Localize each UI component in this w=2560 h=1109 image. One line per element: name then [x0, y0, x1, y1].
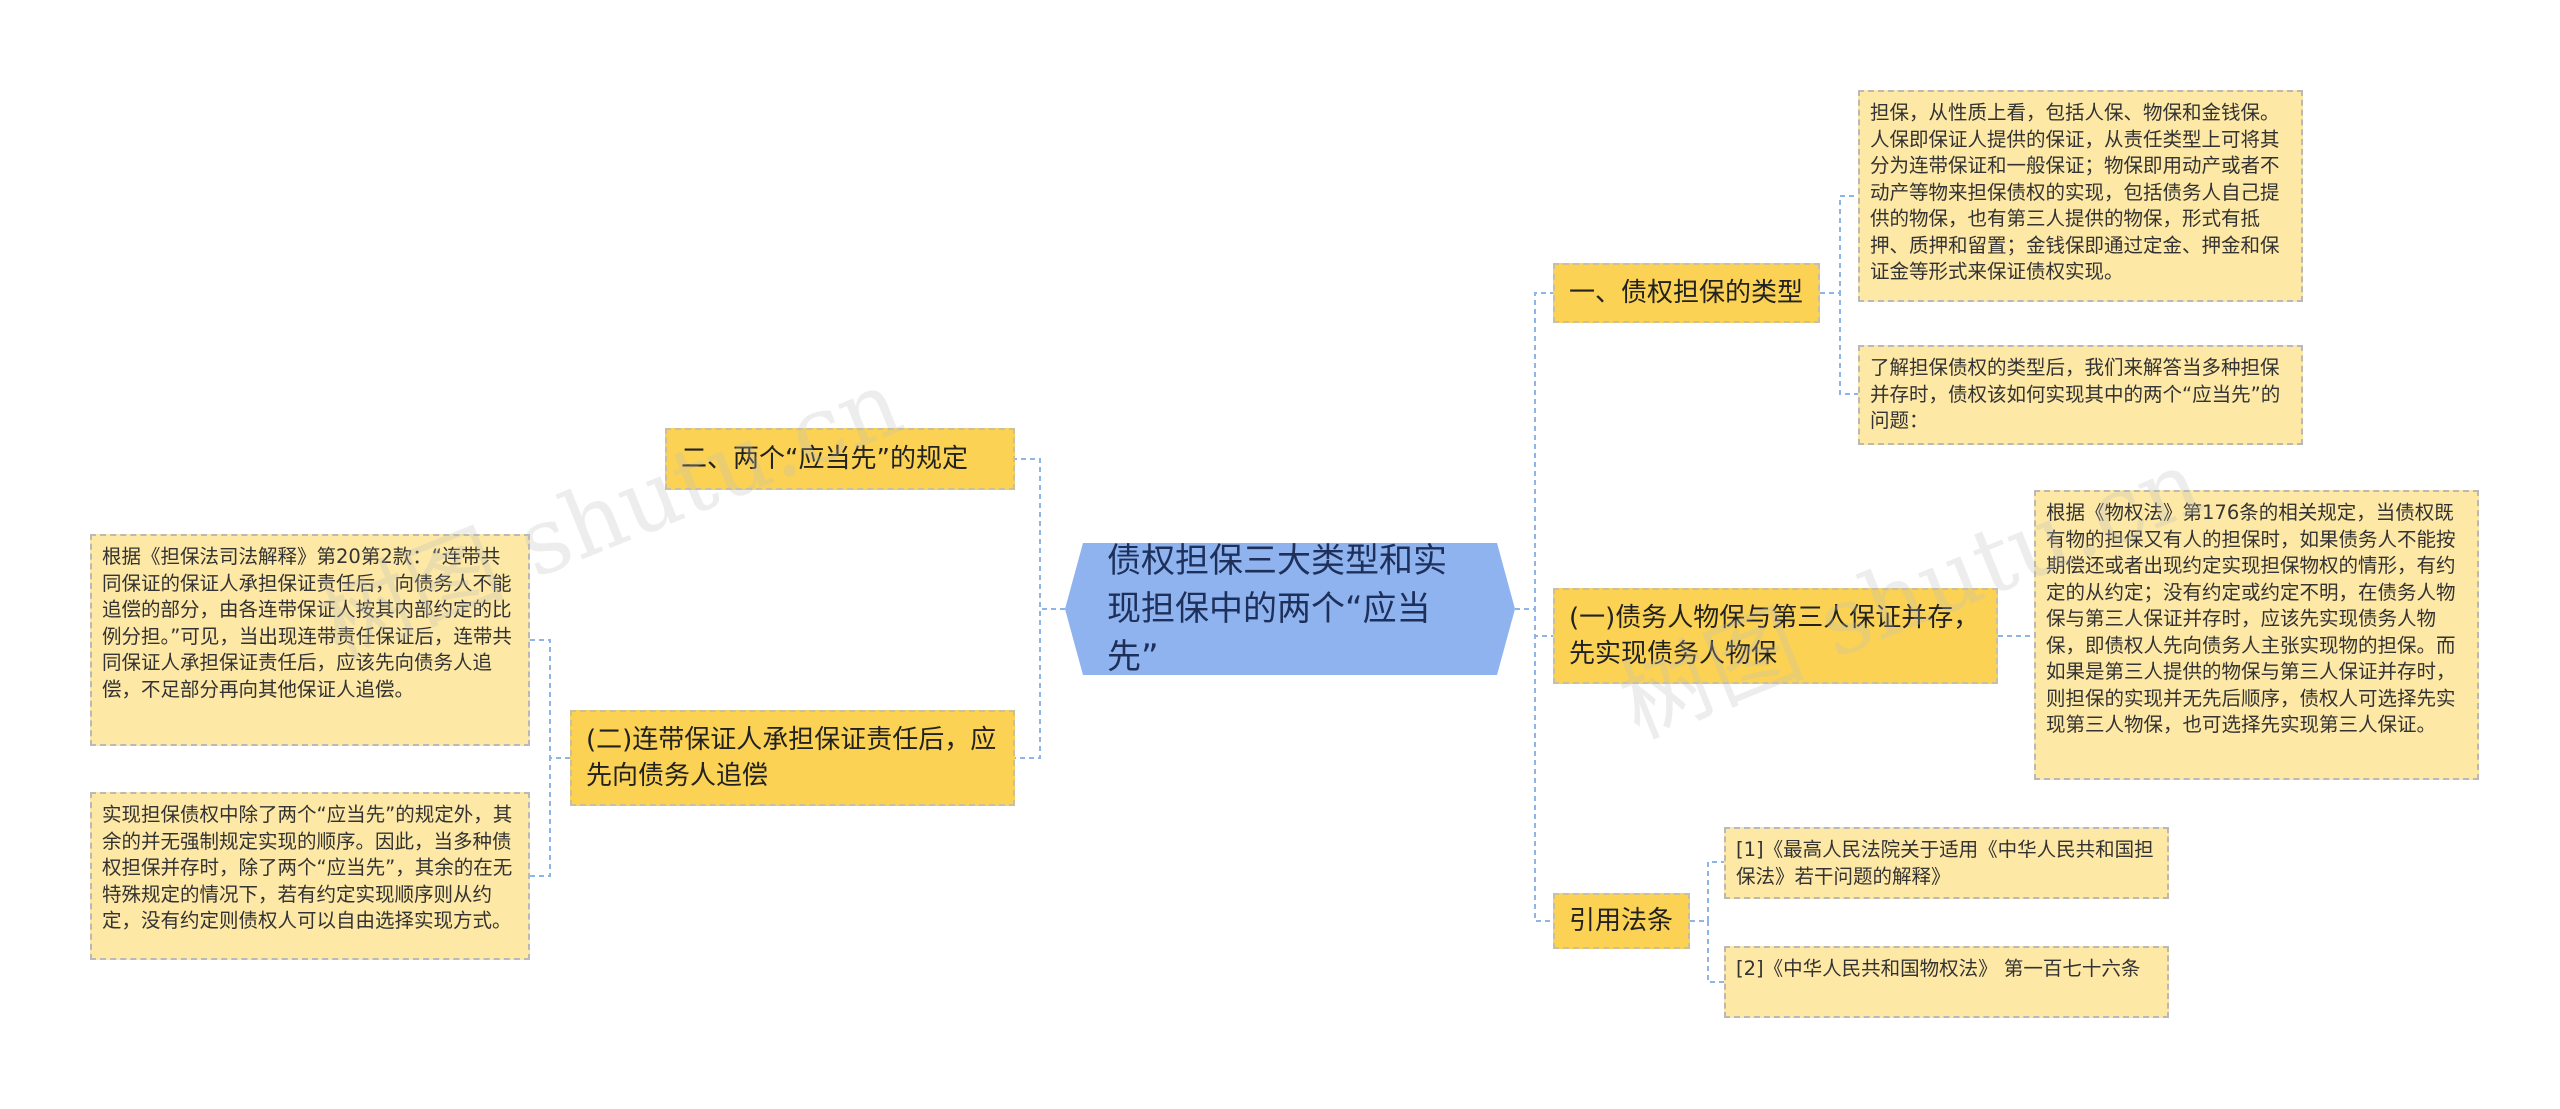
connector-root-rules — [1015, 458, 1065, 610]
leaf-guarantee-types-intro[interactable]: 了解担保债权的类型后，我们来解答当多种担保并存时，债权该如何实现其中的两个“应当… — [1858, 345, 2303, 445]
leaf-text: 实现担保债权中除了两个“应当先”的规定外，其余的并无强制规定实现的顺序。因此，当… — [102, 803, 513, 932]
branch-debtor-property-first[interactable]: (一)债务人物保与第三人保证并存，先实现债务人物保 — [1553, 588, 1998, 684]
leaf-text: [1]《最高人民法院关于适用《中华人民共和国担保法》若干问题的解释》 — [1736, 838, 2154, 888]
leaf-text: 根据《担保法司法解释》第20第2款：“连带共同保证的保证人承担保证责任后，向债务… — [102, 545, 512, 701]
leaf-text: 了解担保债权的类型后，我们来解答当多种担保并存时，债权该如何实现其中的两个“应当… — [1870, 356, 2281, 432]
leaf-property-law-article-176[interactable]: 根据《物权法》第176条的相关规定，当债权既有物的担保又有人的担保时，如果债务人… — [2034, 490, 2479, 780]
branch-two-should-first-rules[interactable]: 二、两个“应当先”的规定 — [665, 428, 1015, 490]
connector-types-detail — [1820, 195, 1858, 294]
leaf-text: 担保，从性质上看，包括人保、物保和金钱保。人保即保证人提供的保证，从责任类型上可… — [1870, 101, 2280, 283]
leaf-law-citation-2[interactable]: [2]《中华人民共和国物权法》 第一百七十六条 — [1724, 946, 2169, 1018]
branch-joint-guarantor-recourse[interactable]: (二)连带保证人承担保证责任后，应先向债务人追偿 — [570, 710, 1015, 806]
connector-subtwo-leaf1 — [530, 639, 570, 759]
connector-root-sub-one — [1515, 608, 1553, 637]
connector-root-laws — [1515, 608, 1553, 922]
leaf-guarantee-types-detail[interactable]: 担保，从性质上看，包括人保、物保和金钱保。人保即保证人提供的保证，从责任类型上可… — [1858, 90, 2303, 302]
connector-root-sub-two — [1015, 608, 1065, 759]
root-topic[interactable]: 债权担保三大类型和实现担保中的两个“应当先” — [1065, 543, 1515, 675]
root-title: 债权担保三大类型和实现担保中的两个“应当先” — [1107, 541, 1447, 677]
branch-label: 一、债权担保的类型 — [1569, 278, 1804, 308]
connector-laws-1 — [1690, 861, 1724, 922]
branch-label: (一)债务人物保与第三人保证并存，先实现债务人物保 — [1569, 603, 1980, 669]
branch-label: (二)连带保证人承担保证责任后，应先向债务人追偿 — [586, 725, 997, 791]
branch-guarantee-types[interactable]: 一、债权担保的类型 — [1553, 263, 1820, 323]
connector-types-intro — [1820, 292, 1858, 395]
branch-label: 引用法条 — [1569, 906, 1674, 936]
branch-label: 二、两个“应当先”的规定 — [681, 444, 968, 474]
connector-laws-2 — [1690, 920, 1724, 983]
connector-subtwo-leaf2 — [530, 757, 570, 877]
leaf-law-citation-1[interactable]: [1]《最高人民法院关于适用《中华人民共和国担保法》若干问题的解释》 — [1724, 827, 2169, 899]
branch-cited-laws[interactable]: 引用法条 — [1553, 893, 1690, 949]
leaf-joint-guarantee-interpretation[interactable]: 根据《担保法司法解释》第20第2款：“连带共同保证的保证人承担保证责任后，向债务… — [90, 534, 530, 746]
leaf-text: 根据《物权法》第176条的相关规定，当债权既有物的担保又有人的担保时，如果债务人… — [2046, 501, 2456, 736]
leaf-other-order-summary[interactable]: 实现担保债权中除了两个“应当先”的规定外，其余的并无强制规定实现的顺序。因此，当… — [90, 792, 530, 960]
leaf-text: [2]《中华人民共和国物权法》 第一百七十六条 — [1736, 957, 2141, 980]
connector-root-types — [1515, 292, 1553, 610]
